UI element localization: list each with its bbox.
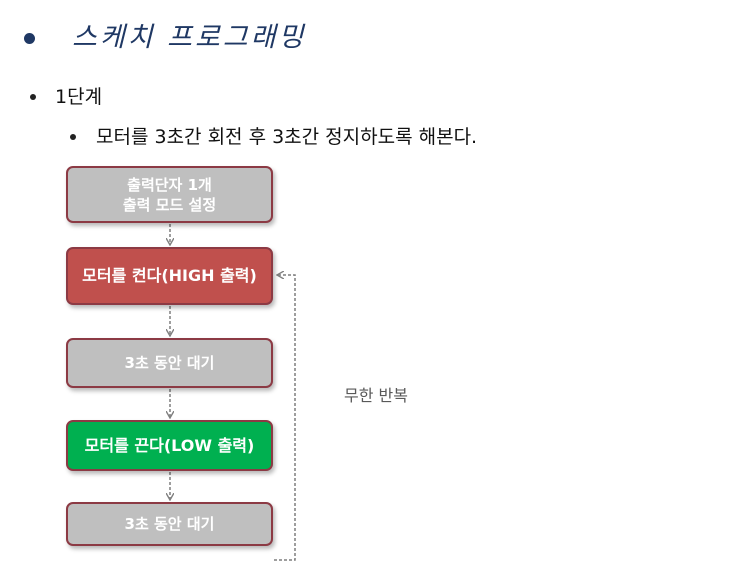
bullet-icon: [70, 134, 76, 140]
setup-line-2: 출력 모드 설정: [122, 195, 217, 214]
wait-box-1: 3초 동안 대기: [66, 338, 273, 388]
motor-on-box: 모터를 켠다(HIGH 출력): [66, 247, 273, 305]
step-description: 모터를 3초간 회전 후 3초간 정지하도록 해본다.: [96, 126, 478, 148]
bullet-icon: [30, 94, 36, 100]
loop-back-arrow: [274, 275, 296, 561]
setup-box: 출력단자 1개 출력 모드 설정: [66, 166, 273, 223]
step-heading: 1단계: [55, 86, 103, 108]
motor-off-label: 모터를 끈다(LOW 출력): [84, 435, 255, 455]
loop-label: 무한 반복: [344, 386, 408, 405]
wait-label-2: 3초 동안 대기: [124, 515, 215, 533]
title-bullet-icon: [24, 33, 35, 44]
wait-label-1: 3초 동안 대기: [124, 354, 215, 372]
motor-on-label: 모터를 켠다(HIGH 출력): [82, 266, 257, 285]
motor-off-box: 모터를 끈다(LOW 출력): [66, 420, 273, 471]
wait-box-2: 3초 동안 대기: [66, 502, 273, 546]
page-title: 스케치 프로그래밍: [72, 22, 307, 53]
setup-line-1: 출력단자 1개: [127, 175, 212, 194]
